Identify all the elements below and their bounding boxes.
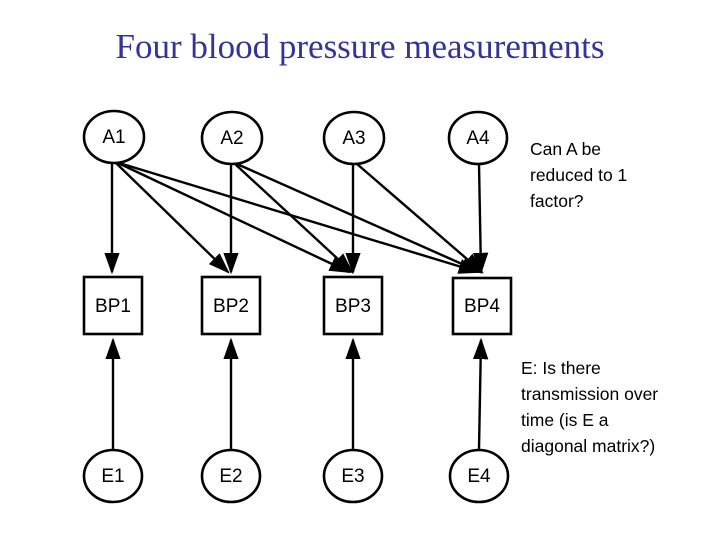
node-a1[interactable]: A1: [82, 109, 146, 165]
node-bp1[interactable]: BP1: [82, 275, 144, 336]
node-e1[interactable]: E1: [82, 448, 144, 504]
node-a4-shape[interactable]: [447, 110, 509, 166]
node-e2[interactable]: E2: [200, 448, 262, 504]
node-e1-shape[interactable]: [82, 448, 144, 504]
node-a2-shape[interactable]: [200, 110, 264, 166]
node-a4-label: A4: [466, 128, 490, 149]
node-bp2-label: BP2: [213, 296, 249, 317]
node-e1-label: E1: [101, 466, 124, 487]
node-bp2[interactable]: BP2: [200, 275, 262, 336]
edge-group-a-to-bp: [104, 161, 489, 275]
node-e2-label: E2: [219, 466, 242, 487]
edge-a2-bp3: [234, 163, 354, 274]
node-bp4-label: BP4: [464, 296, 500, 317]
node-bp4-shape[interactable]: [451, 276, 513, 336]
page-title: Four blood pressure measurements: [115, 27, 605, 66]
edge-a1-bp3: [117, 161, 352, 274]
node-e2-shape[interactable]: [200, 448, 262, 504]
edge-a2-bp4: [236, 162, 483, 274]
edge-e4-bp4: [472, 337, 489, 450]
node-bp2-shape[interactable]: [200, 275, 262, 336]
edge-a1-bp2: [115, 162, 230, 274]
node-bp3-shape[interactable]: [322, 275, 384, 336]
node-a2-label: A2: [220, 128, 243, 149]
node-e4[interactable]: E4: [448, 448, 510, 504]
edge-a1-bp4: [118, 161, 481, 274]
node-a1-shape[interactable]: [82, 109, 146, 165]
node-a2[interactable]: A2: [200, 110, 264, 166]
node-a3[interactable]: A3: [322, 110, 386, 166]
node-bp1-label: BP1: [95, 296, 131, 317]
node-bp1-shape[interactable]: [82, 275, 144, 336]
node-e3-label: E3: [341, 466, 364, 487]
edge-group-e-to-bp: [105, 337, 489, 450]
annotation-error-question: E: Is there transmission over time (is E…: [521, 358, 659, 456]
node-a1-label: A1: [102, 127, 125, 148]
node-bp3[interactable]: BP3: [322, 275, 384, 336]
node-e4-label: E4: [467, 466, 491, 487]
node-bp4[interactable]: BP4: [451, 276, 513, 336]
node-bp3-label: BP3: [335, 296, 371, 317]
node-a4[interactable]: A4: [447, 110, 509, 166]
edge-a4-bp4: [472, 163, 489, 275]
edge-a3-bp4: [356, 163, 484, 274]
node-a3-label: A3: [342, 128, 365, 149]
node-e3-shape[interactable]: [322, 448, 384, 504]
node-e4-shape[interactable]: [448, 448, 510, 504]
annotation-factor-question: Can A be reduced to 1 factor?: [530, 139, 628, 211]
node-a3-shape[interactable]: [322, 110, 386, 166]
node-e3[interactable]: E3: [322, 448, 384, 504]
